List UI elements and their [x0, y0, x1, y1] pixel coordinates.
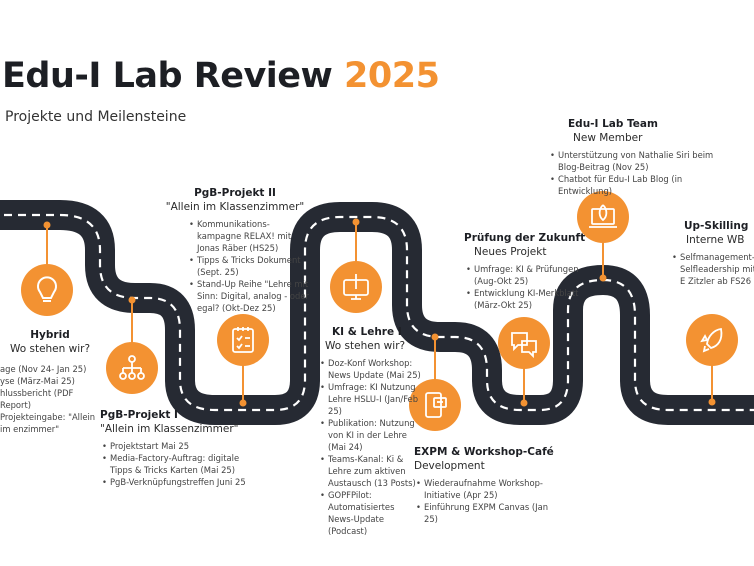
milestone-circle: [577, 191, 629, 243]
milestone-marker-hybrid: [21, 221, 73, 316]
milestone-item: Unterstützung von Nathalie Siri beim Blo…: [550, 149, 733, 173]
milestone-item: Chatbot für Edu-I Lab Blog (in Entwicklu…: [550, 173, 733, 197]
road-dot: [128, 296, 136, 304]
milestone-item: Tipps & Tricks Dokument (Sept. 25): [189, 254, 309, 278]
milestone-marker-upskilling: [686, 314, 738, 406]
road-dot: [520, 399, 528, 407]
milestone-item: Umfrage: KI & Prüfungen (Aug-Okt 25): [466, 263, 584, 287]
milestone-hybrid: Hybrid Wo stehen wir?: [0, 328, 110, 357]
road-dot: [431, 333, 439, 341]
rocket-icon: [700, 327, 723, 353]
milestone-item: Projektstart Mai 25: [102, 440, 300, 452]
milestone-subtitle: "Allein im Klassenzimmer": [100, 423, 239, 435]
tablet-chat-icon: [425, 392, 447, 418]
milestone-subtitle: "Allein im Klassenzimmer": [165, 201, 305, 213]
milestone-expm: EXPM & Workshop-Café Development Wiedera…: [414, 445, 554, 525]
page-subtitle: Projekte und Meilensteine: [5, 109, 187, 125]
page-title: Edu-I Lab Review 2025: [2, 56, 440, 96]
milestone-circle: [409, 379, 461, 431]
milestone-pgb2: PgB-Projekt II "Allein im Klassenzimmer"…: [160, 186, 310, 314]
milestone-marker-pgb2: [217, 314, 269, 407]
milestone-item: GOPFPilot: Automatisiertes News-Update (…: [320, 489, 422, 537]
milestone-circle: [217, 314, 269, 366]
hierarchy-icon: [119, 355, 145, 380]
milestone-title: Hybrid: [30, 329, 70, 341]
chat-bubbles-icon: [511, 332, 537, 359]
milestone-item: Wiederaufnahme Workshop-Initiative (Apr …: [416, 477, 549, 501]
milestone-marker-expm: [409, 333, 461, 431]
milestone-item: Kommunikations-kampagne RELAX! mit Jonas…: [189, 218, 309, 254]
road-dot: [708, 398, 716, 406]
milestone-item: Entwicklung KI-Merkblatt (März-Okt 25): [466, 287, 584, 311]
milestone-marker-ki: [330, 218, 382, 313]
milestone-circle: [498, 317, 550, 369]
milestone-title: EXPM & Workshop-Café: [414, 446, 554, 458]
laptop-rocket-icon: [589, 204, 617, 228]
lightbulb-icon: [37, 276, 57, 302]
milestone-circle: [21, 264, 73, 316]
milestone-subtitle: Wo stehen wir?: [325, 340, 406, 352]
milestone-ki: KI & Lehre I Wo stehen wir? Doz-Konf Wor…: [318, 325, 422, 537]
road-dot: [43, 221, 51, 229]
milestone-item: Selfmanagement-Selfleadership mit E Zitz…: [672, 251, 754, 287]
milestone-item: Doz-Konf Workshop: News Update (Mai 25): [320, 357, 422, 381]
milestone-title: Up-Skilling: [684, 220, 749, 232]
milestone-subtitle: Neues Projekt: [474, 246, 547, 258]
checklist-icon: [232, 327, 254, 353]
milestone-subtitle: Wo stehen wir?: [9, 343, 91, 355]
milestone-upskilling: Up-Skilling Interne WB Selfmanagement-Se…: [670, 219, 754, 287]
milestone-pgb1: PgB-Projekt I "Allein im Klassenzimmer" …: [100, 408, 300, 488]
milestone-item: Umfrage: KI Nutzung Lehre HSLU-I (Jan/Fe…: [320, 381, 422, 417]
milestone-pruefung: Prüfung der Zukunft Neues Projekt Umfrag…: [464, 231, 594, 311]
milestone-title: Prüfung der Zukunft: [464, 232, 586, 244]
road-dot: [239, 399, 247, 407]
road-dot: [352, 218, 360, 226]
milestone-hybrid-items: age (Nov 24- Jan 25) yse (März-Mai 25) h…: [0, 363, 100, 435]
milestone-subtitle: Interne WB: [686, 234, 745, 246]
milestone-item: Projekteingabe: "Allein im enzimmer": [0, 412, 96, 434]
milestone-circle: [686, 314, 738, 366]
milestone-subtitle: New Member: [573, 132, 643, 144]
road-dot: [599, 274, 607, 282]
milestone-title: PgB-Projekt II: [194, 187, 276, 199]
milestone-item: yse (März-Mai 25): [0, 376, 75, 386]
milestone-item: Einführung EXPM Canvas (Jan 25): [416, 501, 549, 525]
milestone-title: Edu-I Lab Team: [568, 118, 658, 130]
milestone-item: PgB-Verknüpfungstreffen Juni 25: [102, 476, 300, 488]
milestone-item: Stand-Up Reihe "Lehre mit Sinn: Digital,…: [189, 278, 309, 314]
milestone-item: Media-Factory-Auftrag: digitale Tipps & …: [102, 452, 260, 476]
milestone-item: age (Nov 24- Jan 25): [0, 364, 87, 374]
milestone-title: PgB-Projekt I: [100, 409, 178, 421]
milestone-team: Edu-I Lab Team New Member Unterstützung …: [548, 117, 748, 197]
milestone-subtitle: Development: [414, 460, 485, 472]
milestone-item: hlussbericht (PDF Report): [0, 388, 74, 410]
milestone-item: Publikation: Nutzung von KI in der Lehre…: [320, 417, 422, 453]
milestone-item: Teams-Kanal: Ki & Lehre zum aktiven Aust…: [320, 453, 422, 489]
milestone-title: KI & Lehre I: [332, 326, 402, 338]
computer-pen-icon: [343, 274, 369, 300]
milestone-marker-team: [577, 191, 629, 282]
milestone-marker-pruefung: [498, 317, 550, 407]
milestone-marker-pgb1: [106, 296, 158, 394]
title-text: Edu-I Lab Review: [2, 56, 333, 96]
title-year: 2025: [344, 56, 440, 96]
